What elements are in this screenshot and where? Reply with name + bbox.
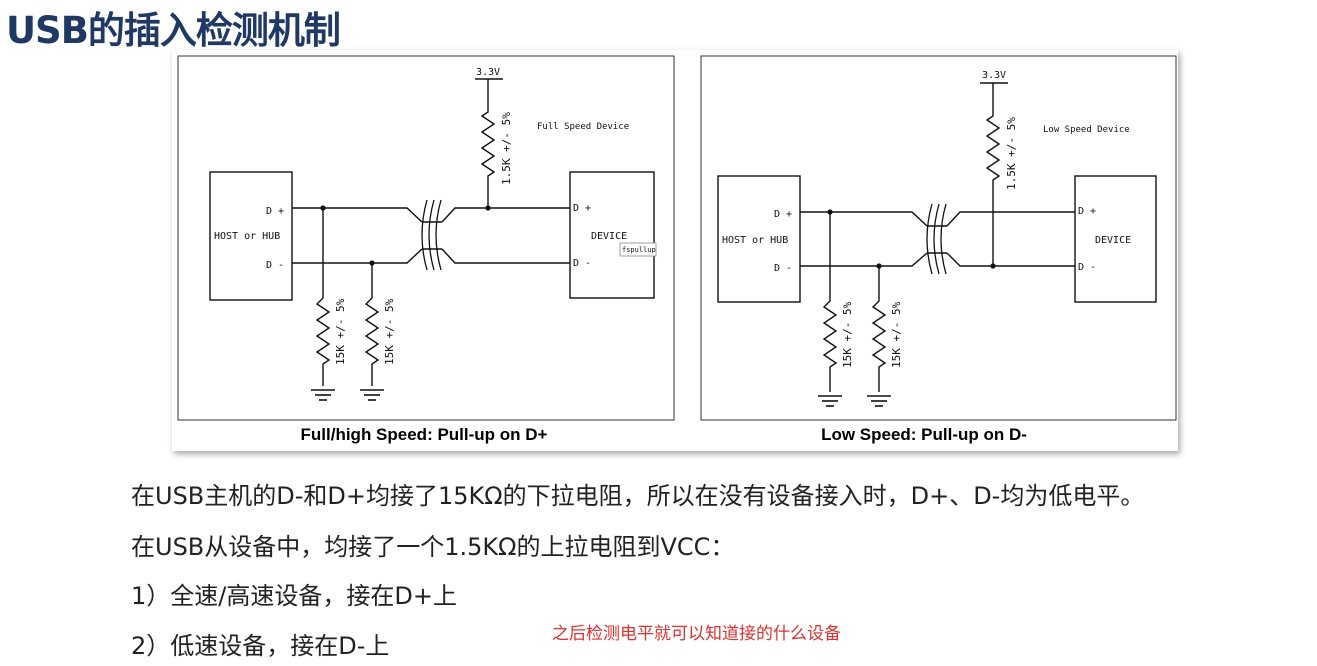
low-pullup-resistor xyxy=(985,83,1001,266)
low-cable-break-icon xyxy=(926,203,947,275)
low-pullup-node xyxy=(990,263,996,269)
full-pulldown-resistor-dminus xyxy=(364,263,380,386)
low-vcc-label: 3.3V xyxy=(982,70,1006,81)
full-host-dminus-label: D - xyxy=(266,260,284,271)
full-host-box xyxy=(209,171,293,301)
full-dminus-wire-device xyxy=(441,248,570,264)
low-speed-caption: Low Speed: Pull-up on D- xyxy=(821,425,1027,444)
full-pulldown-resistor-dplus xyxy=(315,208,331,386)
full-pulldown-res-label-2: 15K +/- 5% xyxy=(383,298,396,365)
full-pullup-node xyxy=(485,205,491,211)
low-device-type-label: Low Speed Device xyxy=(1043,125,1130,135)
full-host-label: HOST or HUB xyxy=(214,231,280,242)
low-dminus-wire-host xyxy=(800,252,928,267)
body-line-2: 在USB从设备中，均接了一个1.5KΩ的上拉电阻到VCC： xyxy=(131,533,735,561)
full-dplus-wire-host xyxy=(292,207,423,223)
page-title: USB的插入检测机制 xyxy=(6,9,341,52)
low-device-dminus-label: D - xyxy=(1078,262,1096,273)
full-dminus-wire-host xyxy=(292,248,423,264)
low-dplus-wire-device xyxy=(946,211,1075,227)
low-host-dminus-label: D - xyxy=(774,263,792,274)
circuit-figure: HOST or HUB D + D - DEVICE D + D - 3.3V … xyxy=(172,50,1178,451)
full-device-dplus-label: D + xyxy=(573,203,591,214)
full-device-type-label: Full Speed Device xyxy=(537,122,629,132)
low-pullup-res-label: 1.5K +/- 5% xyxy=(1005,117,1018,190)
low-pulldown-resistor-dminus xyxy=(871,266,887,392)
full-device-dminus-label: D - xyxy=(573,258,591,269)
full-speed-caption: Full/high Speed: Pull-up on D+ xyxy=(300,425,548,444)
full-cable-stubs xyxy=(422,221,442,250)
low-device-dplus-label: D + xyxy=(1078,206,1096,217)
body-line-1: 在USB主机的D-和D+均接了15KΩ的下拉电阻，所以在没有设备接入时，D+、D… xyxy=(131,482,1145,510)
circuit-diagram-svg: HOST or HUB D + D - DEVICE D + D - 3.3V … xyxy=(177,55,1177,421)
low-device-box xyxy=(1074,175,1157,303)
full-tooltip-box xyxy=(619,242,657,257)
low-device-label: DEVICE xyxy=(1095,235,1131,246)
low-dplus-wire-host xyxy=(800,211,928,227)
low-host-box xyxy=(717,175,801,303)
full-dplus-wire-device xyxy=(441,207,570,223)
full-tooltip-text: fspullup xyxy=(622,246,656,254)
full-vcc-label: 3.3V xyxy=(476,67,500,78)
full-pullup-resistor xyxy=(480,79,496,208)
full-pulldown-res-label-1: 15K +/- 5% xyxy=(334,298,347,365)
full-device-box xyxy=(569,171,655,299)
full-cable-break-icon xyxy=(421,199,442,271)
low-host-label: HOST or HUB xyxy=(722,235,788,246)
red-annotation-note: 之后检测电平就可以知道接的什么设备 xyxy=(552,624,841,644)
low-pulldown-res-label-2: 15K +/- 5% xyxy=(890,301,903,368)
low-host-dplus-label: D + xyxy=(774,209,792,220)
full-host-dplus-label: D + xyxy=(266,206,284,217)
full-device-label: DEVICE xyxy=(591,231,627,242)
body-line-3: 1）全速/高速设备，接在D+上 xyxy=(131,582,457,610)
body-line-4: 2）低速设备，接在D-上 xyxy=(131,632,390,660)
full-pullup-res-label: 1.5K +/- 5% xyxy=(500,112,513,185)
low-dminus-wire-device xyxy=(946,252,1075,267)
low-pulldown-res-label-1: 15K +/- 5% xyxy=(841,301,854,368)
low-pulldown-resistor-dplus xyxy=(822,212,838,392)
